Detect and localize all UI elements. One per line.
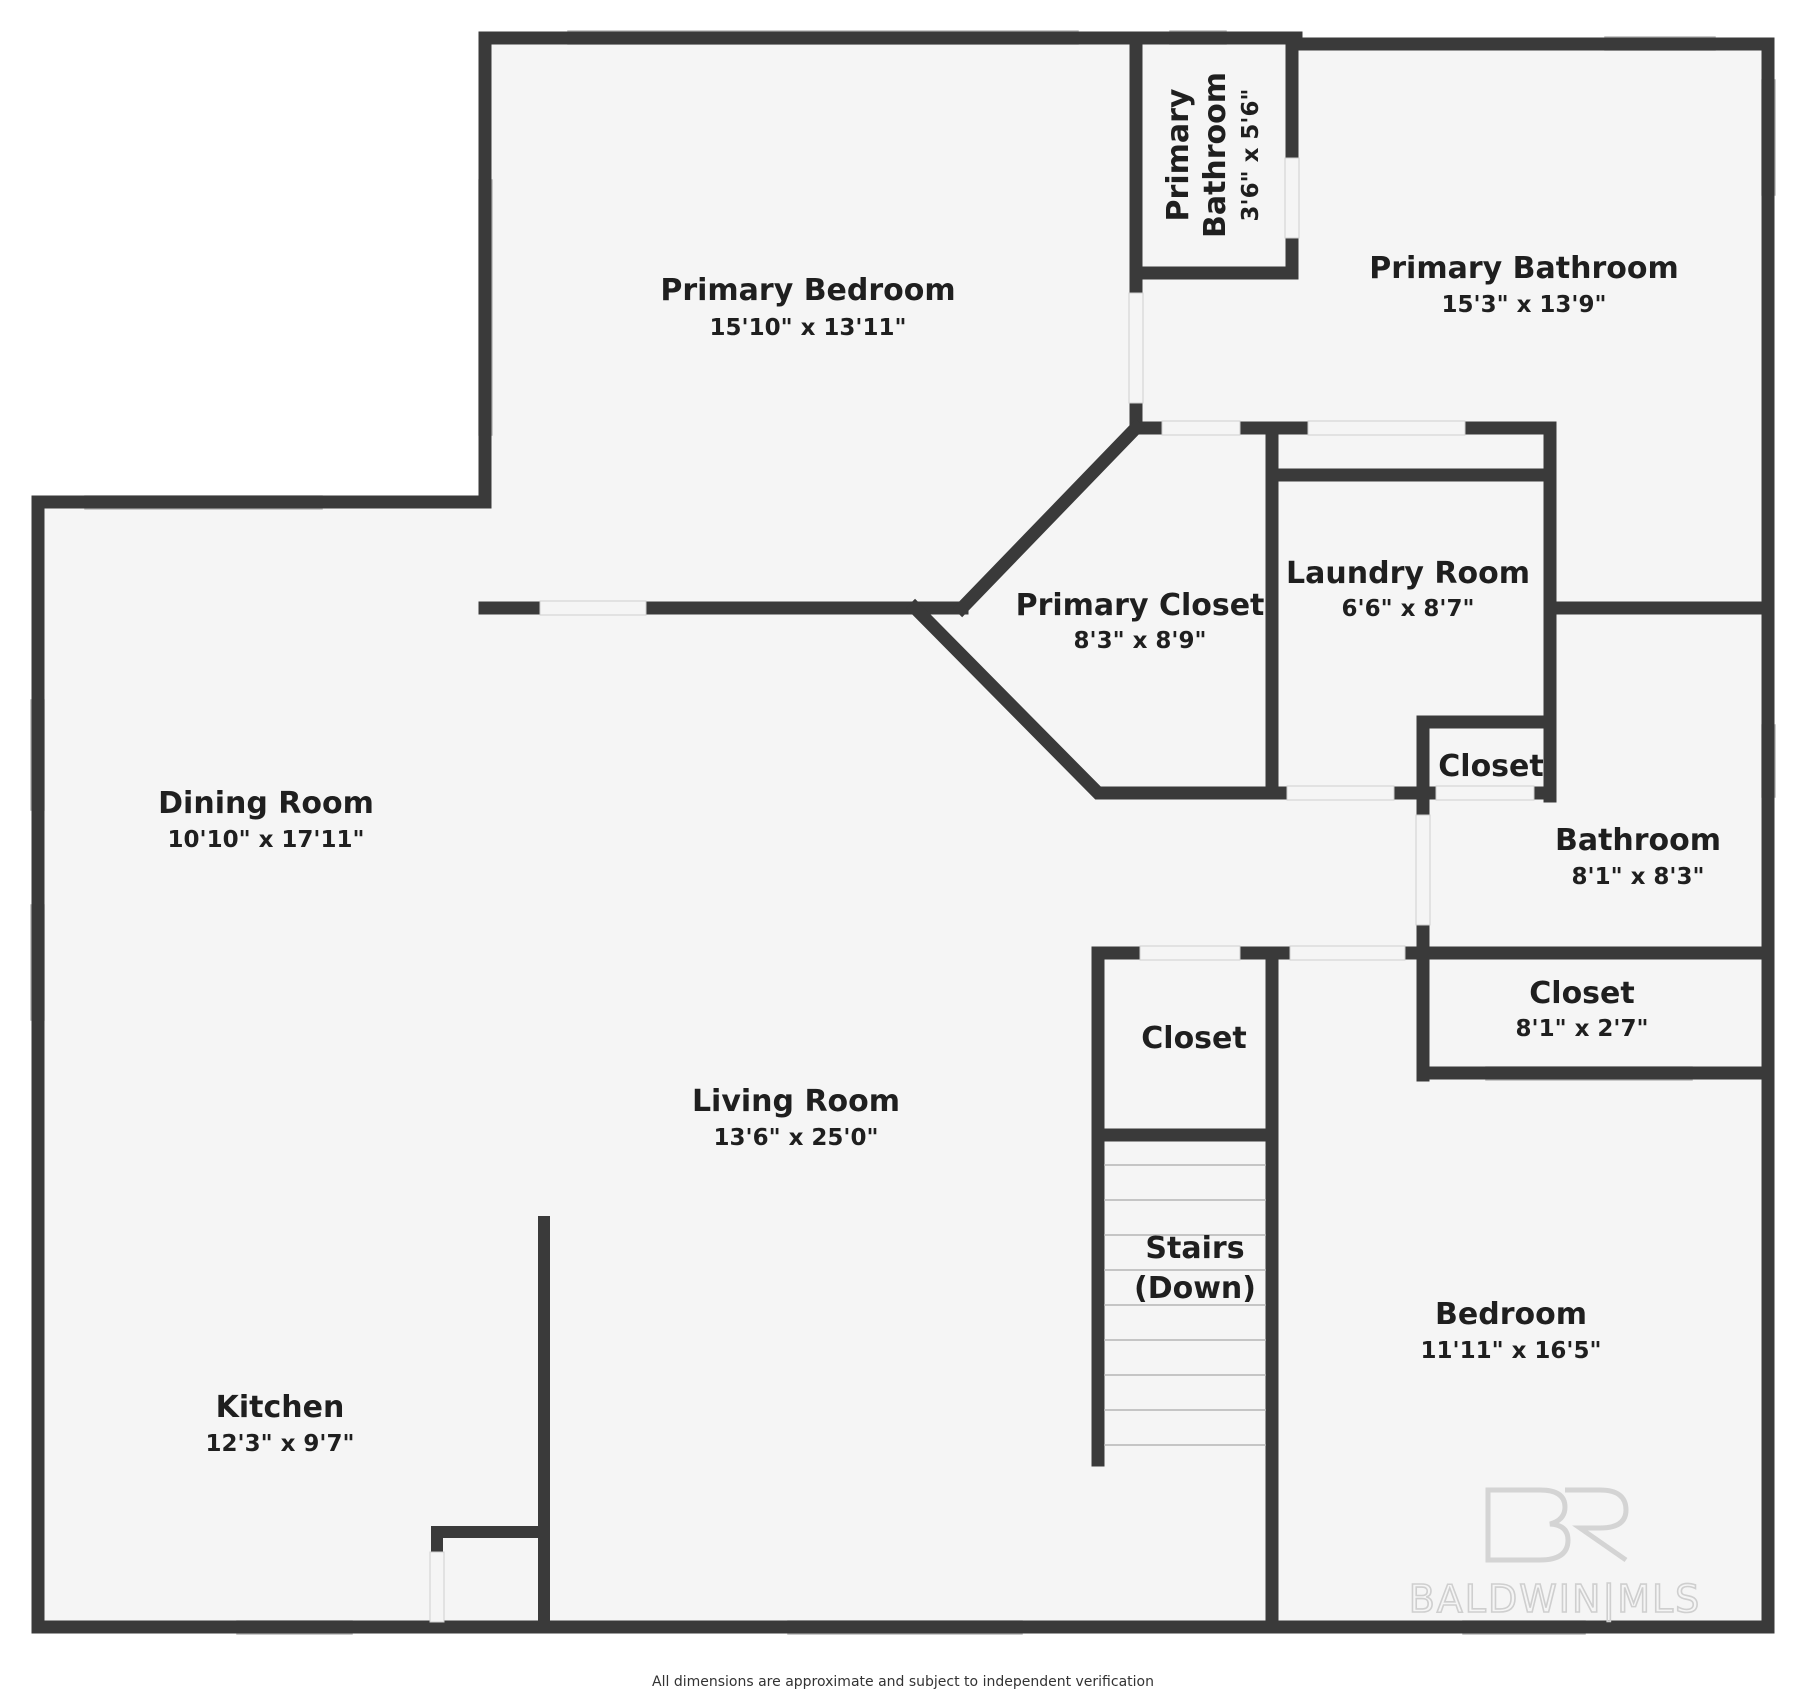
watermark-text: BALDWIN|MLS [1409,1577,1702,1622]
small-bath-label: Primary Bathroom 3'6" x 5'6" [1161,72,1264,238]
primary-closet-name: Primary Closet [1016,588,1265,623]
door-primary-bedroom [539,600,647,616]
door-bedroom [1289,945,1406,961]
primary-bedroom-dims: 15'10" x 13'11" [710,315,907,341]
bathroom-dims: 8'1" x 8'3" [1572,864,1705,890]
bathroom-name: Bathroom [1555,823,1721,858]
walls [31,31,1775,1634]
laundry-room-name: Laundry Room [1286,556,1530,591]
primary-bathroom-dims: 15'3" x 13'9" [1442,292,1607,318]
door-primary-bath-1 [1128,292,1144,404]
bedroom-name: Bedroom [1435,1297,1587,1332]
door-laundry-bottom [1286,785,1395,801]
logo-b-shape [1485,1487,1571,1563]
primary-closet-lower-diagonal [905,598,1557,800]
door-small-bath [1284,157,1300,239]
bedroom-dims: 11'11" x 16'5" [1421,1338,1602,1364]
hall-closet-wall [1091,946,1775,1467]
living-room-name: Living Room [692,1084,900,1119]
right-closet-name: Closet [1529,976,1634,1011]
kitchen-name: Kitchen [216,1390,345,1425]
door-pantry [429,1551,445,1623]
disclaimer-text: All dimensions are approximate and subje… [652,1674,1154,1690]
door-hall-closet [1139,945,1241,961]
hall-closet-name: Closet [1141,1021,1246,1056]
laundry-closet-wall [1416,715,1557,800]
primary-bedroom-name: Primary Bedroom [660,273,955,308]
living-room-dims: 13'6" x 25'0" [714,1125,879,1151]
small-bath-name-1: Primary [1161,88,1196,221]
small-bath-dims: 3'6" x 5'6" [1238,89,1264,222]
small-bath-right-wall [1129,31,1299,280]
small-bath-name-2: Bathroom [1198,72,1233,238]
stairs-treads [1104,1164,1266,1446]
door-laundry-top [1307,420,1466,436]
door-primary-closet [1161,420,1241,436]
primary-bathroom-name: Primary Bathroom [1369,251,1678,286]
room-labels: Primary Bedroom 15'10" x 13'11" Primary … [158,72,1721,1457]
exterior-wall [31,31,1775,1634]
dining-room-dims: 10'10" x 17'11" [168,827,365,853]
kitchen-dims: 12'3" x 9'7" [206,1431,355,1457]
laundry-closet-name: Closet [1438,749,1543,784]
right-closet-dims: 8'1" x 2'7" [1516,1016,1649,1042]
door-laundry-closet [1435,785,1535,801]
stairs-name-2: (Down) [1134,1271,1256,1306]
baldwin-mls-watermark: BALDWIN|MLS [1408,1487,1702,1623]
primary-closet-dims: 8'3" x 8'9" [1074,628,1207,654]
door-bathroom [1415,814,1431,926]
primary-closet-diagonal-wall [952,418,1146,618]
laundry-room-dims: 6'6" x 8'7" [1342,596,1475,622]
dining-room-name: Dining Room [158,786,374,821]
stairs-name-1: Stairs [1145,1231,1244,1266]
door-openings [429,157,1535,1623]
logo-r-shape [1565,1487,1629,1563]
br-logo-mark [1485,1487,1629,1563]
